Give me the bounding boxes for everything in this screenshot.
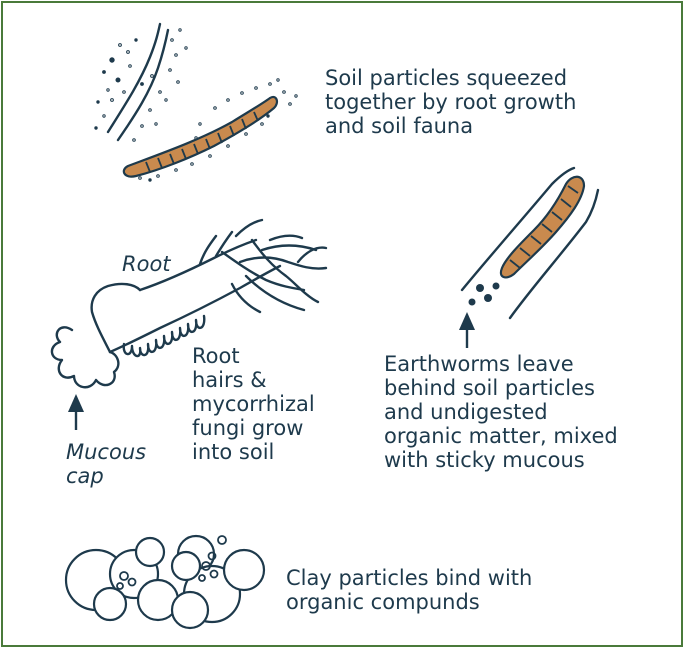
clay-particle-cluster-icon xyxy=(66,536,264,628)
root-label: Root xyxy=(122,252,171,276)
arrow-up-icon xyxy=(68,394,84,430)
worm-icon xyxy=(124,97,277,177)
clay-particles-label: Clay particles bind with organic compund… xyxy=(286,566,532,614)
earthworms-label: Earthworms leave behind soil particles a… xyxy=(384,352,618,472)
earthworm-burrow-icon xyxy=(462,168,598,318)
root-hairs-label: Root hairs & mycorrhizal fungi grow into… xyxy=(192,344,315,464)
soil-particles-label: Soil particles squeezed together by root… xyxy=(325,66,576,138)
arrow-up-icon xyxy=(459,312,475,348)
mucous-cap-label: Mucous cap xyxy=(66,440,146,488)
